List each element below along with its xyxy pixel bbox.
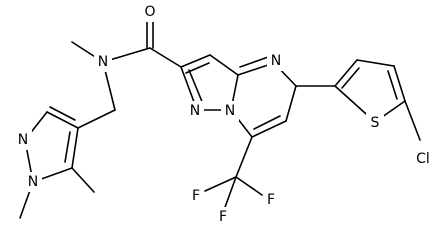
amide-nitrogen-atom: N: [94, 52, 112, 72]
fluorine-right-atom: F: [263, 190, 279, 210]
thiophene-sulfur-atom: S: [366, 113, 384, 133]
bond-pz-c5-c4: [71, 127, 79, 169]
atom-labels: O N N N N N N S: [14, 2, 435, 227]
pyrimidine-nitrogen-label: N: [271, 53, 281, 69]
dimethylpyrazole-n1-label: N: [28, 174, 38, 190]
oxygen-atom: O: [141, 2, 159, 22]
bond-c3-c3a: [209, 54, 239, 76]
bond-n1-c2-inner: [188, 69, 204, 105]
bond-pz-c4-c3-inner: [49, 106, 76, 121]
bond-th-c2-c3: [334, 59, 358, 87]
bond-th-c5-cl: [404, 100, 421, 141]
bond-pz-c4-c3: [46, 111, 79, 129]
structure-canvas: O N N N N N N S: [14, 2, 435, 227]
dimethylpyrazole-n2-label: N: [18, 132, 28, 148]
fluorine-bottom-label: F: [219, 209, 227, 225]
pyrimidine-nitrogen-atom: N: [267, 51, 285, 71]
bond-c3a-n4-inner: [239, 55, 272, 68]
chemical-structure-drawing: O N N N N N N S: [14, 2, 435, 227]
chlorine-label: Cl: [416, 151, 430, 167]
bond-th-c3-c4: [356, 59, 395, 67]
fluorine-left-label: F: [192, 188, 200, 204]
pyrazole-imine-nitrogen-label: N: [190, 103, 200, 119]
oxygen-label: O: [144, 4, 155, 20]
fluorine-bottom-atom: F: [215, 207, 231, 227]
bond-cf3-f-bottom: [223, 176, 237, 211]
amide-nitrogen-label: N: [98, 54, 108, 70]
bond-c7-cf3: [235, 136, 253, 178]
bond-ch2-pyrazole: [77, 109, 116, 129]
bond-th-c4-c5-inner: [387, 70, 398, 100]
thiophene-sulfur-label: S: [371, 115, 380, 131]
bond-th-c4-c5: [393, 65, 406, 102]
bond-c5-c6: [285, 85, 297, 122]
bond-pz-c5-c4-inner: [64, 131, 71, 163]
bond-c6-c7: [251, 120, 287, 138]
dimethylpyrazole-n2-atom: N: [14, 130, 32, 150]
bridge-nitrogen-atom: N: [221, 101, 239, 121]
bonds: [19, 12, 421, 219]
bond-c6-c7-inner: [253, 115, 281, 130]
fluorine-right-label: F: [267, 192, 275, 208]
bond-cf3-f-left: [204, 176, 237, 192]
bridge-nitrogen-label: N: [225, 103, 235, 119]
bond-c2-c3: [180, 54, 211, 68]
pyrazole-imine-nitrogen-atom: N: [186, 101, 204, 121]
bond-pz-c5-methyl: [71, 167, 95, 193]
dimethylpyrazole-n1-atom: N: [24, 172, 42, 192]
bond-th-c2-c3-inner: [341, 67, 360, 89]
chlorine-atom: Cl: [411, 149, 435, 169]
fluorine-left-atom: F: [188, 186, 204, 206]
bond-cf3-f-right: [235, 176, 263, 196]
bond-carbonyl-ring: [149, 47, 182, 68]
